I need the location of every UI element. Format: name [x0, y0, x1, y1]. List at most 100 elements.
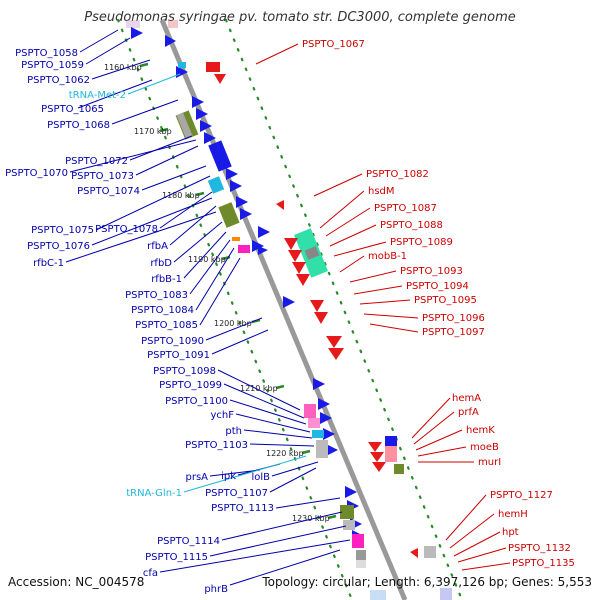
gene-box-gray	[316, 440, 328, 458]
leader-line	[85, 37, 131, 65]
leader-line	[91, 197, 213, 246]
genome-backbone	[159, 19, 408, 600]
trna-label: tRNA-Met-2	[69, 90, 126, 101]
leader-line	[217, 369, 301, 411]
blue-gene-arrow	[258, 226, 270, 238]
gene-box-olive	[394, 464, 404, 474]
leader-line	[457, 547, 507, 563]
red-gene-arrow	[328, 348, 344, 360]
leader-line	[229, 399, 307, 425]
gene-label: PSPTO_1097	[422, 327, 485, 338]
gene-box-pink	[385, 446, 397, 462]
leader-line	[183, 231, 227, 279]
gene-label: ychF	[210, 410, 234, 421]
blue-gene-arrow	[320, 412, 332, 424]
gene-label: PSPTO_1062	[27, 75, 90, 86]
kbp-label: 1170 kbp	[134, 127, 172, 136]
gene-box-orange	[232, 237, 240, 241]
blue-gene-arrow	[318, 398, 330, 410]
gene-label: PSPTO_1135	[512, 558, 575, 569]
red-gene-arrow	[292, 262, 306, 274]
gene-label: PSPTO_1127	[490, 490, 553, 501]
kbp-tick	[275, 384, 285, 390]
gene-label: PSPTO_1083	[125, 290, 188, 301]
leader-line	[415, 429, 463, 451]
leader-line	[169, 205, 217, 246]
inner-dotted-track	[116, 18, 354, 600]
right-leader-lines	[255, 43, 511, 571]
kbp-tick	[139, 62, 149, 68]
faded-gene	[126, 20, 140, 28]
leader-line	[349, 270, 397, 283]
gene-label: PSPTO_1087	[374, 203, 437, 214]
kbp-label: 1190 kbp	[188, 255, 226, 264]
blue-gene-arrow	[323, 428, 335, 440]
leader-line	[413, 411, 455, 445]
leader-line	[369, 323, 419, 333]
leader-line	[159, 191, 213, 229]
gene-label: PSPTO_1065	[41, 104, 104, 115]
gene-label: PSPTO_1072	[65, 156, 128, 167]
red-gene-arrow	[372, 462, 386, 472]
gene-label: PSPTO_1075	[31, 225, 94, 236]
leader-line	[353, 285, 403, 295]
dotted-tracks	[116, 18, 464, 600]
red-gene-arrow	[410, 548, 418, 558]
gene-label: PSPTO_1059	[21, 60, 84, 71]
leader-line	[183, 455, 307, 493]
gene-label: PSPTO_1076	[27, 241, 90, 252]
leader-line	[269, 467, 317, 493]
leader-line	[211, 329, 269, 355]
gene-label: hemA	[452, 393, 481, 404]
gene-label: hpt	[502, 527, 519, 538]
gene-box-cyan	[312, 430, 324, 438]
blue-gene-arrow	[230, 180, 242, 192]
leader-line	[189, 239, 231, 295]
kbp-label: 1220 kbp	[266, 449, 304, 458]
red-gene-arrow	[370, 452, 384, 462]
faded-features	[126, 20, 452, 600]
gene-box-gray	[176, 112, 193, 140]
blue-gene-arrow	[258, 246, 268, 255]
blue-gene-block	[208, 140, 232, 172]
gene-box-magenta	[352, 534, 364, 548]
blue-gene-arrow	[200, 120, 212, 132]
gene-label: cfa	[143, 568, 158, 579]
leader-line	[275, 497, 341, 509]
gene-label: rfbB-1	[151, 274, 182, 285]
gene-box-gray	[424, 546, 436, 558]
gene-label: moeB	[470, 442, 499, 453]
kbp-label: 1230 kbp	[292, 514, 330, 523]
kbp-tick	[327, 514, 337, 520]
blue-gene-arrow	[326, 444, 338, 456]
leader-line	[359, 299, 411, 305]
leader-line	[95, 175, 211, 231]
kbp-tick-labels: 1160 kbp 1170 kbp 1180 kbp 1190 kbp 1200…	[104, 63, 330, 523]
gene-box-cyan	[178, 62, 186, 68]
leader-line	[159, 539, 351, 573]
leader-line	[141, 165, 207, 191]
leader-line	[173, 221, 223, 263]
gene-label: PSPTO_1107	[205, 488, 268, 499]
gene-label: rfbC-1	[33, 258, 64, 269]
faded-gene	[168, 20, 178, 28]
leader-line	[199, 257, 241, 326]
blue-gene-arrow	[313, 378, 325, 390]
gene-label: PSPTO_1100	[165, 396, 228, 407]
gene-label: PSPTO_1085	[135, 320, 198, 331]
gene-label: phrB	[204, 584, 228, 595]
gene-label: rfbD	[150, 258, 172, 269]
leader-line	[329, 224, 377, 247]
gene-label: PSPTO_1095	[414, 295, 477, 306]
blue-gene-arrow	[236, 196, 248, 208]
gene-box-pink	[308, 418, 320, 428]
gene-box-olive	[340, 505, 354, 519]
kbp-label: 1200 kbp	[214, 319, 252, 328]
gene-label: hemK	[466, 425, 495, 436]
gene-label: PSPTO_1088	[380, 220, 443, 231]
blue-gene-arrow	[240, 208, 252, 220]
leader-line	[205, 317, 263, 341]
gene-box-gray	[356, 560, 366, 568]
gene-label: lolB	[251, 472, 270, 483]
gene-label: PSPTO_1068	[47, 120, 110, 131]
